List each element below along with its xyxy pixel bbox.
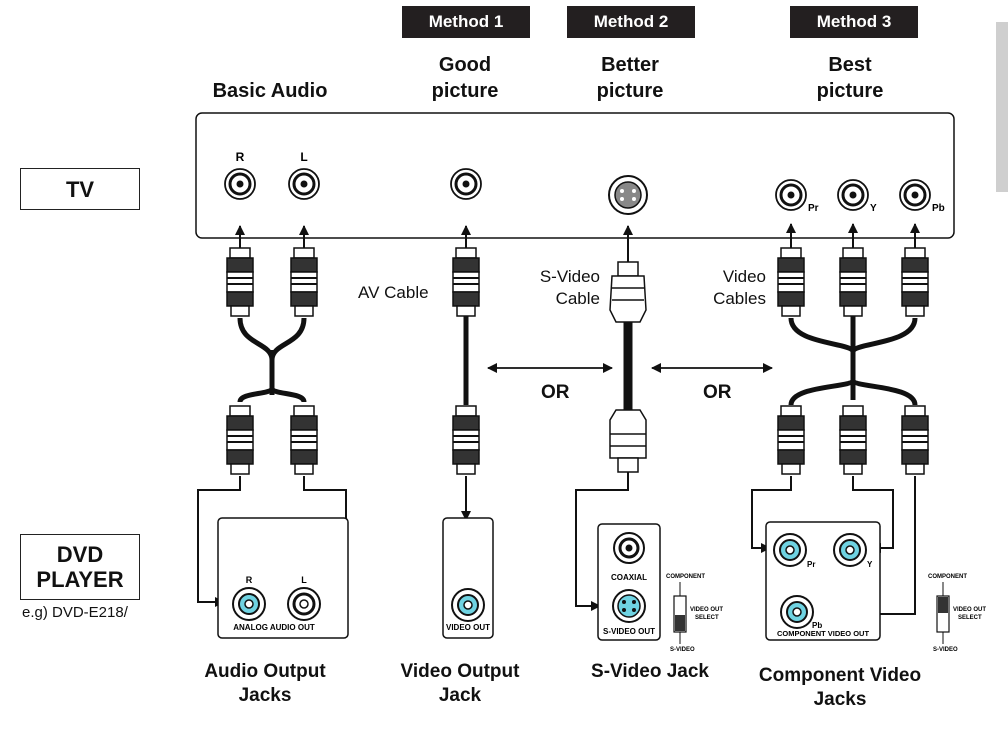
svideo-out-panel: COAXIAL S-VIDEO OUT — [597, 523, 661, 641]
switch2-svideo-label: S-VIDEO — [933, 647, 958, 653]
analog-audio-out-panel: R L ANALOG AUDIO OUT — [217, 517, 349, 639]
switch1-svideo-label: S-VIDEO — [670, 647, 695, 653]
video-cables-label: Video Cables — [700, 266, 766, 310]
component-video-line: Component Video — [758, 665, 922, 686]
or-label-2: OR — [703, 382, 732, 403]
analog-audio-out-label: ANALOG AUDIO OUT — [233, 623, 315, 632]
dvd-label: DVD — [56, 542, 104, 567]
component-video-out-label: COMPONENT VIDEO OUT — [777, 629, 870, 638]
method-2-tag: Method 2 — [567, 6, 695, 38]
analog-r-label: R — [246, 575, 253, 585]
tv-l-label: L — [300, 150, 307, 164]
side-tab — [996, 22, 1008, 192]
component-y-label: Y — [867, 560, 873, 569]
audio-jacks-line: Jacks — [238, 685, 292, 706]
model-note: e.g) DVD-E218/ — [22, 604, 128, 621]
tv-pb-jack — [898, 178, 932, 212]
svideo-cable-label: S-Video Cable — [522, 266, 600, 310]
method-3-tag: Method 3 — [790, 6, 918, 38]
picture-line-3: picture — [816, 80, 884, 102]
component-video-jacks-label: Component Video Jacks — [740, 664, 940, 712]
audio-output-jacks-label: Audio Output Jacks — [190, 660, 340, 708]
component-pb-label: Pb — [812, 621, 822, 630]
tv-r-label: R — [236, 150, 245, 164]
tv-y-label: Y — [870, 203, 877, 214]
video-out-select-switch-1: COMPONENT S-VIDEO VIDEO OUT SELECT — [666, 574, 723, 653]
svideo-jack-label: S-Video Jack — [591, 661, 709, 682]
video-output-jack-label: Video Output Jack — [385, 660, 535, 708]
good-line: Good — [438, 54, 492, 76]
dvd-player-label-box: DVD PLAYER — [20, 534, 140, 600]
method-2-label: Method 2 — [593, 12, 669, 31]
tv-svideo-jack — [608, 175, 648, 215]
tv-pb-label: Pb — [932, 203, 945, 214]
video-out-panel: VIDEO OUT — [442, 517, 494, 639]
component-video-out-panel: Pr Y Pb COMPONENT VIDEO OUT — [765, 521, 881, 641]
basic-audio-heading: Basic Audio — [212, 80, 328, 102]
analog-l-label: L — [301, 575, 307, 585]
method-1-tag: Method 1 — [402, 6, 530, 38]
component-pr-label: Pr — [807, 560, 815, 569]
best-line: Best — [828, 54, 872, 76]
svideo-cable-line-2: Cable — [555, 289, 600, 308]
switch2-select-2: SELECT — [958, 615, 982, 621]
player-label: PLAYER — [36, 567, 124, 592]
video-out-label: VIDEO OUT — [446, 623, 490, 632]
or-label-1: OR — [541, 382, 570, 403]
av-cable — [452, 225, 480, 521]
video-jack-line: Jack — [438, 685, 482, 706]
tv-y-jack — [836, 178, 870, 212]
switch2-component-label: COMPONENT — [928, 574, 967, 580]
picture-line-2: picture — [596, 80, 664, 102]
svideo-cable-line-1: S-Video — [539, 267, 600, 286]
best-picture-heading: Best picture — [800, 52, 900, 104]
tv-panel — [195, 112, 955, 239]
switch2-select-1: VIDEO OUT — [953, 607, 986, 613]
component-jacks-line: Jacks — [813, 689, 867, 710]
method-1-label: Method 1 — [428, 12, 504, 31]
component-cables — [751, 223, 929, 619]
switch1-select-1: VIDEO OUT — [690, 607, 723, 613]
video-out-select-switch-2: COMPONENT S-VIDEO VIDEO OUT SELECT — [928, 574, 986, 653]
switch1-select-2: SELECT — [695, 615, 719, 621]
tv-audio-r-jack — [223, 167, 257, 201]
tv-label: TV — [65, 176, 95, 202]
tv-pr-label: Pr — [808, 203, 819, 214]
tv-label-box: TV — [20, 168, 140, 210]
tv-video-jack — [449, 167, 483, 201]
svideo-out-label: S-VIDEO OUT — [603, 627, 655, 636]
switch1-component-label: COMPONENT — [666, 574, 705, 580]
av-cable-label: AV Cable — [358, 283, 429, 302]
svideo-cable — [575, 225, 647, 611]
tv-audio-l-jack — [287, 167, 321, 201]
video-output-line: Video Output — [400, 661, 520, 682]
video-cables-line-2: Cables — [713, 289, 766, 308]
picture-line-1: picture — [431, 80, 499, 102]
coaxial-label: COAXIAL — [611, 573, 647, 582]
video-cables-line-1: Video — [722, 267, 766, 286]
tv-pr-jack — [774, 178, 808, 212]
method-3-label: Method 3 — [816, 12, 892, 31]
good-picture-heading: Good picture — [415, 52, 515, 104]
better-line: Better — [601, 54, 659, 76]
better-picture-heading: Better picture — [580, 52, 680, 104]
audio-output-line: Audio Output — [204, 661, 326, 682]
